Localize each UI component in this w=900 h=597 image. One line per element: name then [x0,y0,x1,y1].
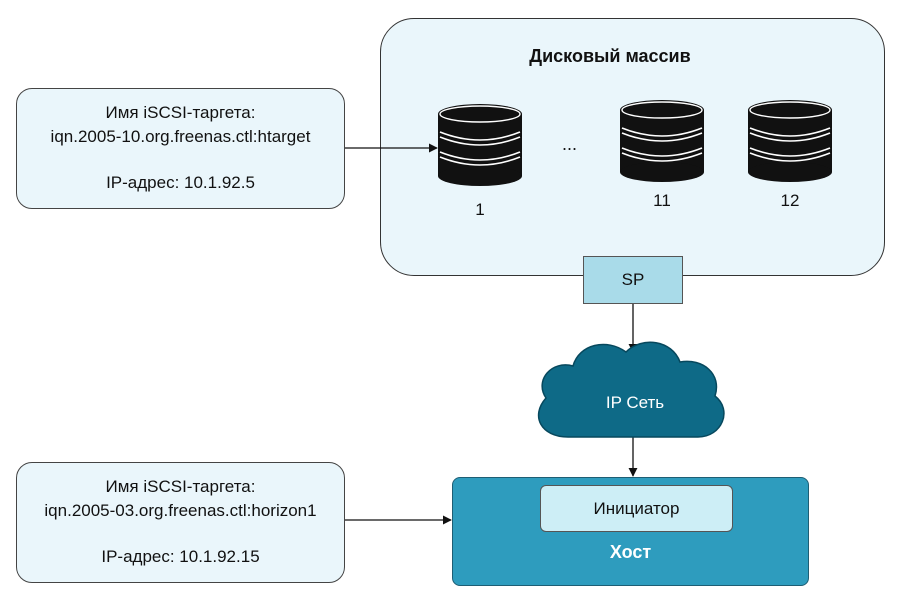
target-ip: IP-адрес: 10.1.92.15 [101,547,260,566]
disk-label-1: 1 [475,200,485,219]
target-iqn: iqn.2005-10.org.freenas.ctl:htarget [50,127,311,146]
target-info-bottom: Имя iSCSI-таргета: iqn.2005-03.org.freen… [16,462,345,583]
target-name-label: Имя iSCSI-таргета: [105,477,256,496]
target-name-label: Имя iSCSI-таргета: [105,103,256,122]
disk-icon-11 [619,99,705,183]
disk-icon-1 [437,103,523,187]
disk-array-title: Дисковый массив [529,46,691,66]
target-iqn: iqn.2005-03.org.freenas.ctl:horizon1 [44,501,317,520]
disk-icon-12 [747,99,833,183]
disk-label-12: 12 [780,191,800,210]
target-ip: IP-адрес: 10.1.92.5 [106,173,255,192]
host-label: Хост [609,542,652,562]
storage-processor: SP [583,256,683,304]
initiator-box: Инициатор [540,485,733,532]
cloud-icon [537,341,725,438]
disk-ellipsis: ... [562,134,578,154]
target-info-top: Имя iSCSI-таргета: iqn.2005-10.org.freen… [16,88,345,209]
disk-label-11: 11 [653,191,671,210]
network-label: IP Сеть [605,393,665,412]
